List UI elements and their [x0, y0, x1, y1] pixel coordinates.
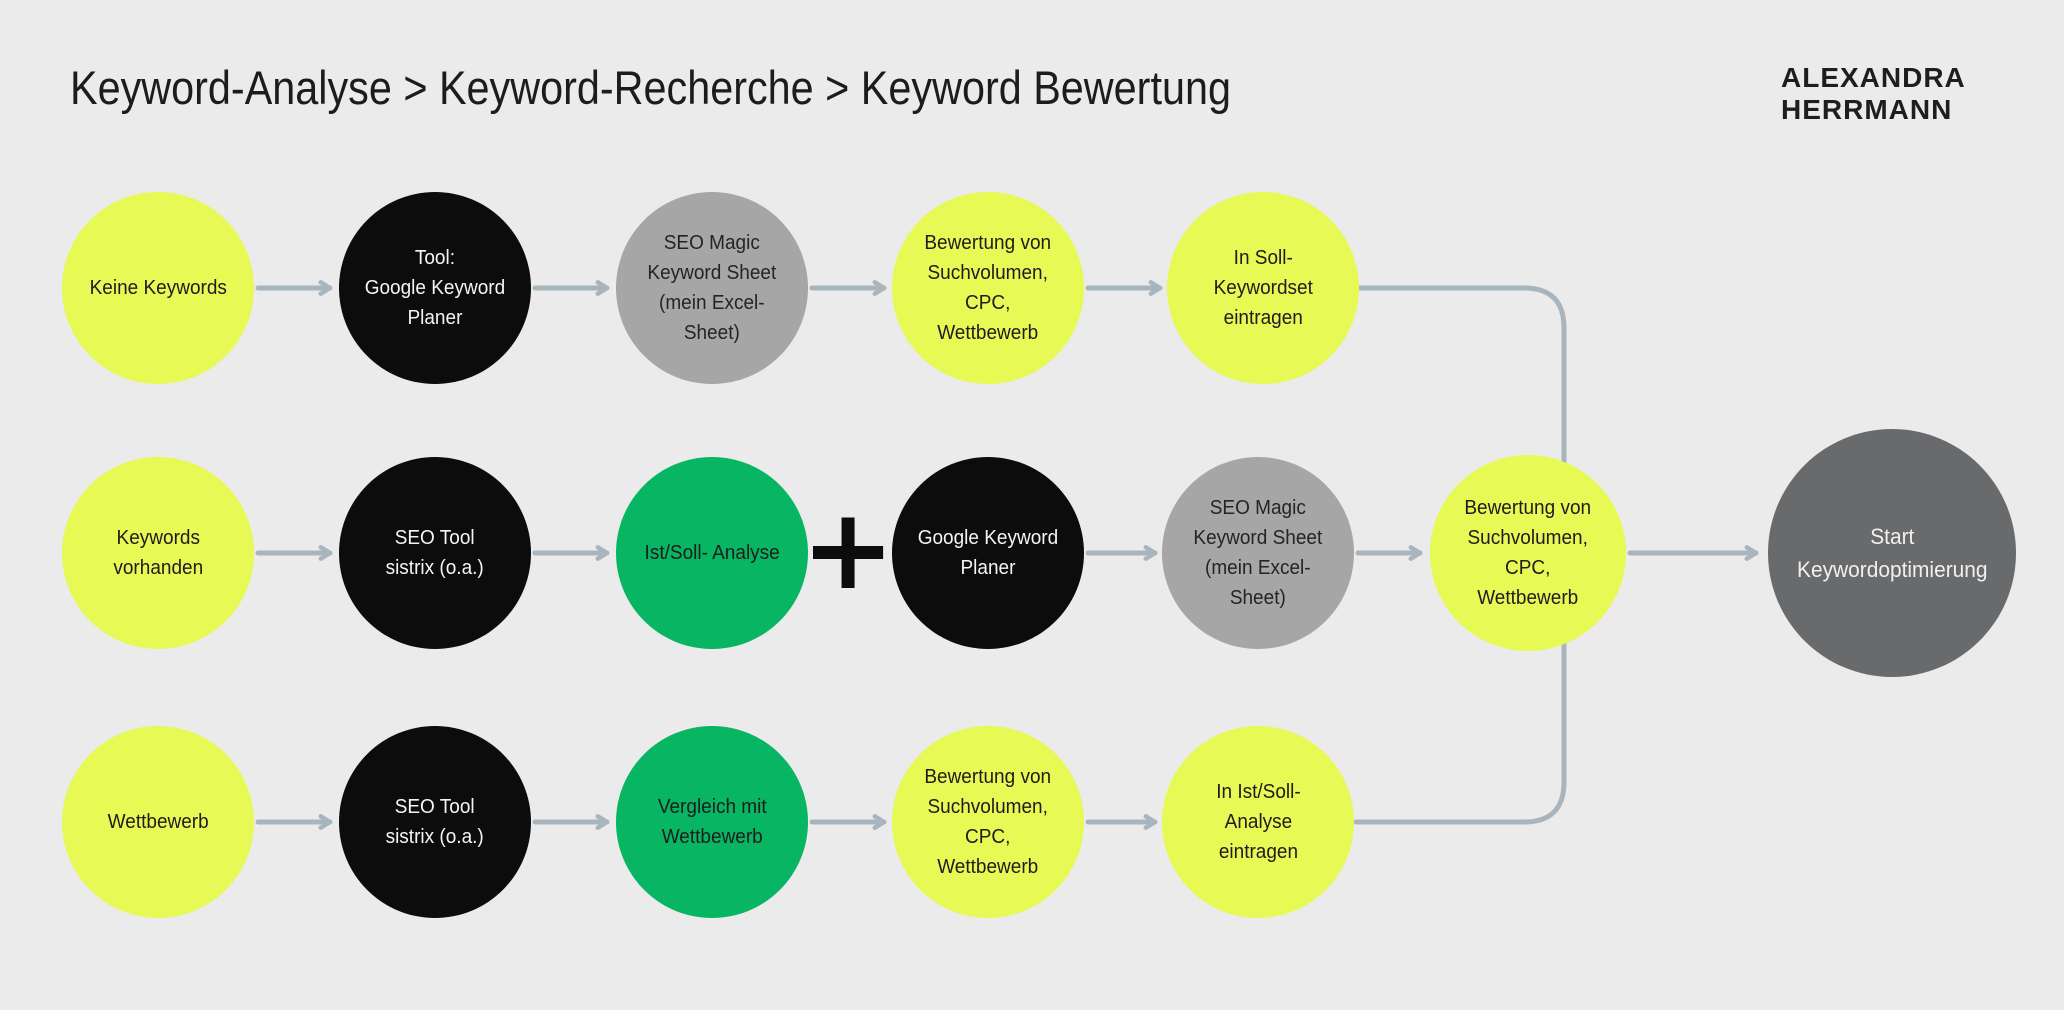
- brand-line-1: ALEXANDRA: [1781, 62, 1966, 93]
- node-ist-soll-analyse: Ist/Soll- Analyse: [616, 457, 808, 649]
- node-keine-keywords: Keine Keywords: [62, 192, 254, 384]
- node-google-keyword-planer: Google Keyword Planer: [892, 457, 1084, 649]
- node-seo-tool-sistrix-1: SEO Tool sistrix (o.a.): [339, 457, 531, 649]
- page-title: Keyword-Analyse > Keyword-Recherche > Ke…: [70, 61, 1231, 114]
- node-seo-magic-keyword-sheet-1: SEO Magic Keyword Sheet (mein Excel- She…: [616, 192, 808, 384]
- node-start-keywordoptimierung: Start Keywordoptimierung: [1768, 429, 2016, 677]
- node-seo-magic-keyword-sheet-2: SEO Magic Keyword Sheet (mein Excel- She…: [1162, 457, 1354, 649]
- node-bewertung-1: Bewertung von Suchvolumen, CPC, Wettbewe…: [892, 192, 1084, 384]
- node-tool-google-keyword-planer: Tool: Google Keyword Planer: [339, 192, 531, 384]
- brand-line-2: HERRMANN: [1781, 93, 1953, 125]
- node-vergleich-mit-wettbewerb: Vergleich mit Wettbewerb: [616, 726, 808, 918]
- node-bewertung-junction: Bewertung von Suchvolumen, CPC, Wettbewe…: [1430, 455, 1626, 651]
- node-seo-tool-sistrix-2: SEO Tool sistrix (o.a.): [339, 726, 531, 918]
- node-in-soll-keywordset: In Soll- Keywordset eintragen: [1167, 192, 1359, 384]
- node-wettbewerb: Wettbewerb: [62, 726, 254, 918]
- node-in-ist-soll-analyse: In Ist/Soll- Analyse eintragen: [1162, 726, 1354, 918]
- node-keywords-vorhanden: Keywords vorhanden: [62, 457, 254, 649]
- plus-icon: +: [801, 485, 895, 615]
- node-bewertung-2: Bewertung von Suchvolumen, CPC, Wettbewe…: [892, 726, 1084, 918]
- brand-logo: ALEXANDRA HERRMANN: [1781, 62, 1966, 126]
